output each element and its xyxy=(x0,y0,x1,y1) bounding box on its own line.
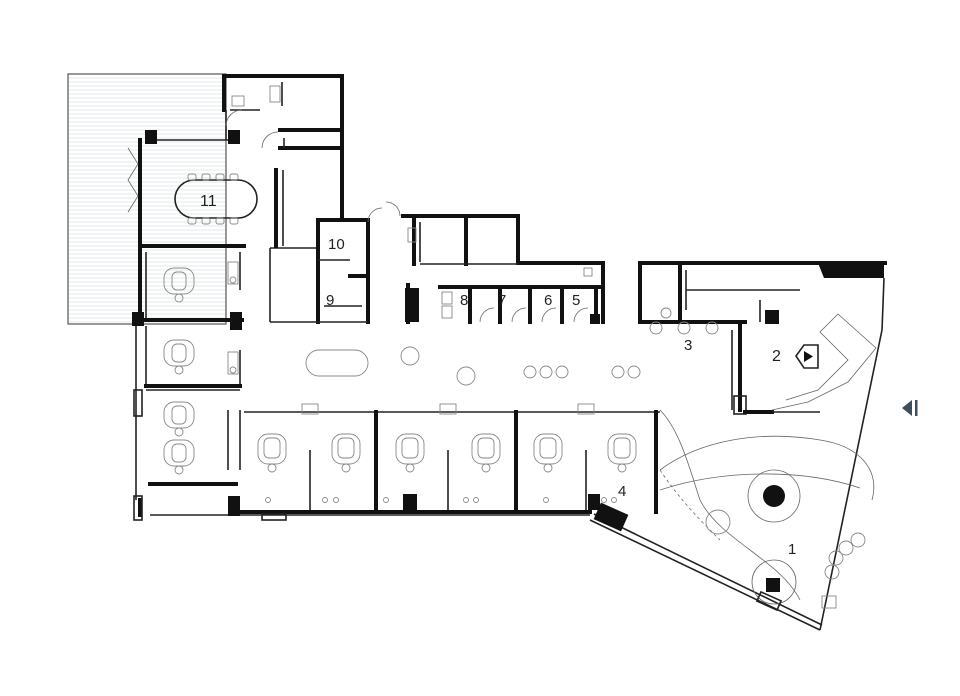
waiting-lounge-1 xyxy=(593,409,875,612)
room-label-3: 3 xyxy=(684,337,692,354)
dental-chair-icon xyxy=(533,433,563,473)
room-label-2: 2 xyxy=(772,348,781,365)
dental-chair-icon xyxy=(331,433,361,473)
dental-chair-icon xyxy=(395,433,425,473)
dental-chairs xyxy=(163,267,637,475)
reception-2 xyxy=(731,313,877,415)
dental-chair-icon xyxy=(163,401,195,437)
staff-area-3 xyxy=(638,261,800,335)
room-label-5: 5 xyxy=(572,292,580,309)
room-label-1: 1 xyxy=(788,541,796,558)
left-treatment-rooms xyxy=(132,252,244,521)
north-arrow-icon xyxy=(902,400,918,416)
bottom-treatment-bays xyxy=(244,403,660,521)
room-label-11: 11 xyxy=(200,193,217,210)
room-label-7: 7 xyxy=(498,292,506,309)
room-label-9: 9 xyxy=(326,292,334,309)
room-labels: 1 2 3 4 5 6 7 8 9 10 11 xyxy=(200,193,796,558)
dental-chair-icon xyxy=(607,433,637,473)
room-label-4: 4 xyxy=(618,483,626,500)
rooms-5-8 xyxy=(385,201,602,324)
room-label-8: 8 xyxy=(460,292,468,309)
dental-chair-icon xyxy=(471,433,501,473)
room-label-6: 6 xyxy=(544,292,552,309)
dental-chair-icon xyxy=(163,267,195,303)
rooms-9-10 xyxy=(269,207,383,324)
dental-chair-icon xyxy=(163,439,195,475)
reception-logo xyxy=(795,344,819,369)
dental-chair-icon xyxy=(257,433,287,473)
room-label-10: 10 xyxy=(328,236,345,253)
meeting-room-11 xyxy=(127,82,344,249)
dental-chair-icon xyxy=(163,339,195,375)
terrace-deck xyxy=(67,73,227,325)
corridor-furniture xyxy=(305,346,641,386)
